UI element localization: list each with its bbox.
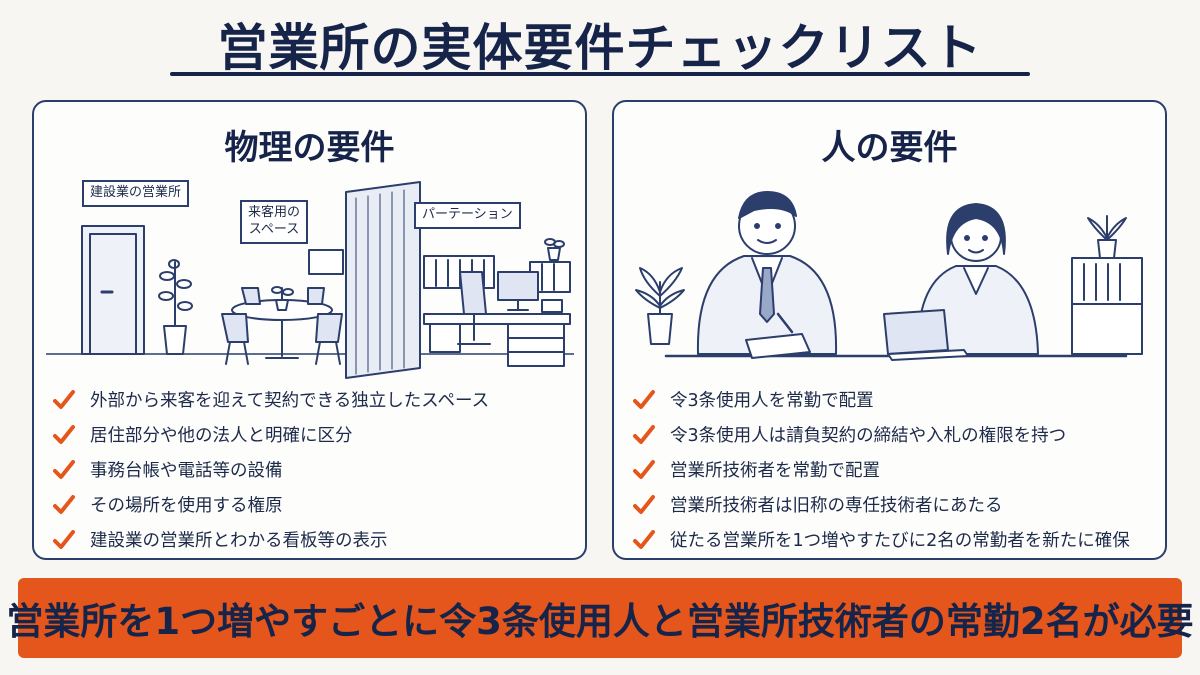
list-item: 従たる営業所を1つ増やすたびに2名の常勤者を新たに確保 bbox=[632, 522, 1130, 557]
check-icon bbox=[53, 459, 75, 479]
check-icon bbox=[53, 424, 75, 444]
office-illustration bbox=[46, 181, 574, 379]
office-sign-text: 建設業の営業所 bbox=[90, 185, 182, 200]
list-item: 令3条使用人は請負契約の締結や入札の権限を持つ bbox=[632, 417, 1130, 452]
office-sign: 建設業の営業所 bbox=[82, 180, 190, 207]
list-item: 令3条使用人を常勤で配置 bbox=[632, 382, 1130, 417]
reception-sign-line2: スペース bbox=[248, 221, 300, 237]
list-item-text: 建設業の営業所とわかる看板等の表示 bbox=[90, 531, 388, 551]
check-icon bbox=[53, 529, 75, 549]
check-icon bbox=[53, 389, 75, 409]
check-icon bbox=[633, 424, 655, 444]
list-item: 外部から来客を迎えて契約できる独立したスペース bbox=[52, 382, 489, 417]
title-underline bbox=[170, 72, 1030, 76]
check-icon bbox=[53, 494, 75, 514]
list-item-text: 居住部分や他の法人と明確に区分 bbox=[90, 426, 353, 446]
reception-sign-line1: 来客用の bbox=[248, 205, 301, 220]
partition-sign-text: パーテーション bbox=[422, 207, 513, 222]
list-item: 営業所技術者は旧称の専任技術者にあたる bbox=[632, 487, 1130, 522]
check-icon bbox=[633, 389, 655, 409]
list-item: 事務台帳や電話等の設備 bbox=[52, 452, 489, 487]
check-icon bbox=[633, 459, 655, 479]
list-item-text: 令3条使用人は請負契約の締結や入札の権限を持つ bbox=[670, 426, 1067, 446]
physical-requirements-panel: 物理の要件 bbox=[32, 100, 587, 560]
people-requirements-panel: 人の要件 bbox=[612, 100, 1167, 560]
list-item-text: 事務台帳や電話等の設備 bbox=[90, 461, 283, 481]
list-item: 建設業の営業所とわかる看板等の表示 bbox=[52, 522, 489, 557]
physical-requirements-list: 外部から来客を迎えて契約できる独立したスペース 居住部分や他の法人と明確に区分 … bbox=[52, 382, 489, 557]
list-item: 営業所技術者を常勤で配置 bbox=[632, 452, 1130, 487]
check-icon bbox=[633, 529, 655, 549]
list-item: 居住部分や他の法人と明確に区分 bbox=[52, 417, 489, 452]
staff-illustration bbox=[635, 191, 1143, 361]
reception-space-sign: 来客用の スペース bbox=[240, 200, 309, 244]
list-item-text: 営業所技術者を常勤で配置 bbox=[670, 461, 880, 481]
partition-sign: パーテーション bbox=[414, 202, 521, 229]
physical-requirements-heading: 物理の要件 bbox=[224, 128, 395, 168]
page-title: 営業所の実体要件チェックリスト bbox=[217, 19, 983, 77]
list-item-text: 従たる営業所を1つ増やすたびに2名の常勤者を新たに確保 bbox=[670, 531, 1130, 551]
summary-banner: 営業所を1つ増やすごとに令3条使用人と営業所技術者の常勤2名が必要 bbox=[6, 578, 1194, 658]
list-item-text: 外部から来客を迎えて契約できる独立したスペース bbox=[90, 391, 490, 411]
summary-banner-text: 営業所を1つ増やすごとに令3条使用人と営業所技術者の常勤2名が必要 bbox=[6, 600, 1194, 643]
people-requirements-heading: 人の要件 bbox=[821, 128, 958, 168]
list-item-text: 営業所技術者は旧称の専任技術者にあたる bbox=[670, 496, 1003, 516]
list-item-text: その場所を使用する権原 bbox=[90, 496, 283, 516]
list-item-text: 令3条使用人を常勤で配置 bbox=[670, 391, 874, 411]
list-item: その場所を使用する権原 bbox=[52, 487, 489, 522]
people-requirements-list: 令3条使用人を常勤で配置 令3条使用人は請負契約の締結や入札の権限を持つ 営業所… bbox=[632, 382, 1130, 557]
check-icon bbox=[633, 494, 655, 514]
